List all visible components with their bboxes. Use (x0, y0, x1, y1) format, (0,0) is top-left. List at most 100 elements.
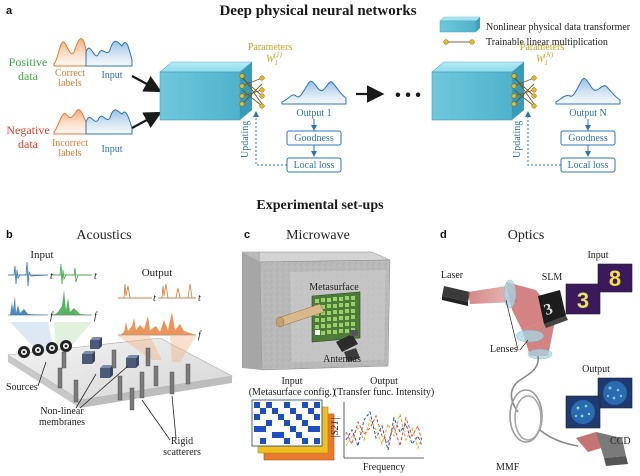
scatterers-pointer-1 (141, 399, 171, 441)
acoustic-output-spectrum (118, 312, 196, 336)
panel-a-title: Deep physical neural networks (219, 3, 416, 19)
lenses-pointer-2 (519, 339, 529, 351)
membranes-label-line1: Non-linear (40, 406, 84, 417)
parameters-n-symbol: W1(N) (536, 51, 554, 67)
metasurface-label: Metasurface (309, 282, 359, 293)
panel-b-letter: b (6, 229, 13, 241)
parameters-n-label: Parameters (520, 42, 565, 53)
output-1-label: Output 1 (296, 108, 331, 119)
membranes-label-line2: membranes (39, 417, 85, 428)
speckle-output-image-front (565, 395, 601, 429)
updating-n-arrow (525, 111, 561, 166)
parameters-1-label: Parameters (248, 42, 293, 53)
acoustic-input-spectra (8, 290, 92, 316)
linear-weights-1 (239, 73, 265, 109)
goodness-n-label: Goodness (568, 133, 608, 144)
lenses-pointer-1 (505, 299, 519, 351)
membranes-pointer-1 (75, 373, 97, 409)
ccd-camera (576, 432, 628, 466)
sources-label: Sources (6, 382, 38, 393)
speaker-icon (18, 346, 30, 358)
linear-weights-n (511, 73, 537, 109)
input-projection-cone-2 (54, 322, 92, 350)
goodness-1-label: Goodness (294, 133, 334, 144)
acoustic-input-f-label-2: f (94, 311, 98, 322)
mmf-label: MMF (496, 462, 520, 473)
membrane-cube (82, 351, 95, 364)
acoustic-input-label: Input (30, 249, 53, 261)
optics-input-label: Input (587, 250, 608, 261)
negative-label-line1: Negative (6, 123, 49, 137)
correct-labels-line2: labels (58, 78, 81, 89)
lenses-label: Lenses (490, 344, 518, 355)
acoustic-input-time-signals (8, 261, 92, 287)
laser-source (442, 286, 470, 306)
metasurface-input-label-line1: Input (281, 376, 302, 387)
membrane-cube (100, 365, 113, 378)
lens-icon (515, 329, 545, 343)
input-digit-image-front: 3 (565, 283, 601, 315)
multimode-fiber (509, 355, 579, 447)
parameters-1-symbol: W1(1) (266, 51, 283, 67)
optics-output-label: Output (582, 364, 610, 375)
local-loss-n-label: Local loss (568, 160, 609, 171)
speaker-icon (32, 344, 44, 356)
antennas-label: Antennas (323, 354, 361, 365)
panel-a: a Deep physical neural networks Nonlinea… (6, 3, 631, 173)
acoustic-input-t-label-2: t (94, 271, 97, 282)
input-projection-cone-1 (10, 322, 54, 350)
slm-device: 3 (538, 290, 568, 328)
negative-signal-graphic (53, 109, 133, 135)
panel-a-letter: a (6, 5, 13, 17)
incorrect-labels-line1: Incorrect (52, 138, 88, 149)
output-n-label: Output N (569, 108, 607, 119)
lens-icon (503, 279, 517, 309)
incorrect-labels-line2: labels (58, 148, 81, 159)
metasurface-config-stack (251, 399, 335, 461)
rigid-scatterers (57, 347, 191, 411)
input-digit-image-back: 8 (597, 263, 633, 293)
physical-transformer-block-n (431, 61, 525, 121)
laser-label: Laser (441, 270, 464, 281)
transfer-output-label-line2: (Transfer func. Intensity) (334, 387, 434, 398)
scatterers-label-line2: scatterers (163, 447, 201, 458)
legend-linear-icon (443, 39, 475, 45)
panel-c: c Microwave Metasurface (241, 228, 434, 473)
metasurface-input-label-line2: (Metasurface config.) (249, 387, 336, 398)
lens-icon (527, 348, 553, 360)
output-n-signal (555, 78, 621, 105)
mode-stirrer (275, 303, 325, 328)
acoustic-output-t-label-1: t (153, 293, 156, 304)
acoustic-output-label: Output (142, 267, 173, 279)
physical-transformer-block-1 (159, 61, 253, 121)
updating-n-label: Updating (512, 121, 523, 158)
input-bottom-label: Input (101, 144, 122, 155)
panel-b: b Acoustics Input Output t t f f t (6, 228, 233, 458)
frequency-axis-label: Frequency (363, 462, 405, 473)
positive-signal-graphic (53, 38, 133, 67)
legend: Nonlinear physical data transformer Trai… (439, 16, 631, 48)
panel-c-title: Microwave (286, 228, 350, 243)
correct-labels-line1: Correct (55, 68, 85, 79)
positive-label-line1: Positive (9, 55, 48, 69)
panel-d-title: Optics (508, 228, 545, 243)
arrow-negative-in (131, 111, 162, 129)
metasurface-panel (311, 291, 361, 343)
speaker-icon (46, 342, 58, 354)
updating-1-arrow (253, 111, 287, 166)
membranes-pointer-2 (79, 365, 129, 409)
arrow-positive-in (131, 75, 162, 93)
membrane-cube (126, 355, 139, 368)
scatterers-label-line1: Rigid (171, 436, 193, 447)
output-projection-cone-1 (118, 336, 162, 360)
acoustic-input-f-label-1: f (50, 311, 54, 322)
output-projection-cone-2 (170, 336, 196, 362)
antennas (336, 330, 360, 362)
acoustic-floor-side (8, 355, 80, 408)
legend-transformer-label: Nonlinear physical data transformer (486, 22, 631, 33)
experimental-setups-title: Experimental set-ups (256, 198, 384, 213)
sources-pointer (37, 361, 47, 387)
input-digit-front: 3 (577, 288, 589, 313)
panel-b-title: Acoustics (76, 228, 131, 243)
